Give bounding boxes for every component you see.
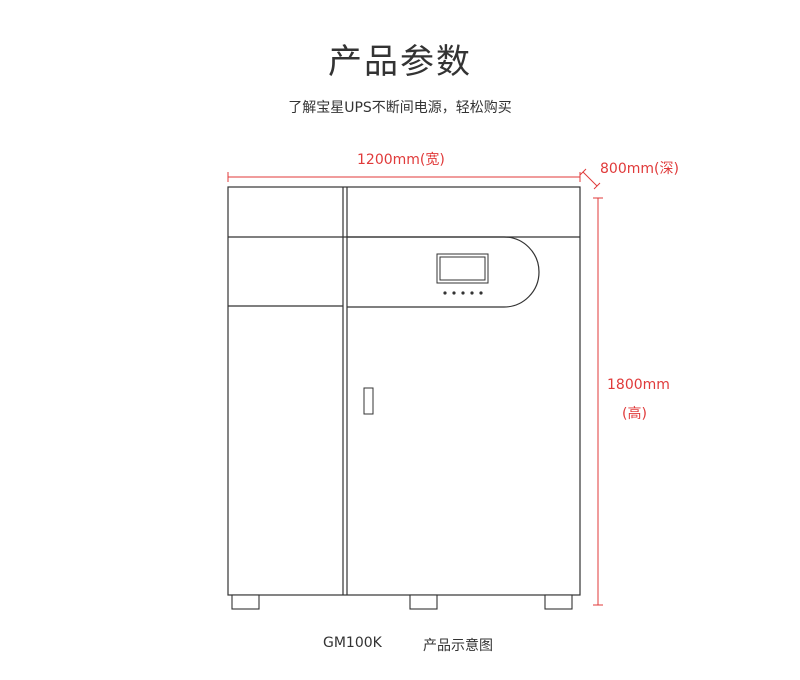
width-dimension-line — [227, 172, 581, 182]
display-screen — [436, 253, 489, 284]
height-label: 1800mm — [607, 377, 670, 393]
height-dimension-line — [593, 197, 603, 606]
depth-dimension-line — [579, 168, 601, 190]
depth-label: 800mm(深) — [600, 161, 679, 177]
page-title: 产品参数 — [328, 42, 472, 82]
foot-middle — [409, 594, 438, 610]
model-caption: GM100K — [323, 635, 382, 651]
width-label: 1200mm(宽) — [357, 152, 445, 168]
foot-left — [231, 594, 260, 610]
indicator-lights — [443, 291, 483, 295]
cabinet-outline — [227, 186, 581, 596]
foot-right — [544, 594, 573, 610]
page-subtitle: 了解宝星UPS不断间电源，轻松购买 — [288, 100, 512, 116]
door-handle — [363, 387, 374, 415]
cabinet-feet — [231, 594, 573, 610]
height-sub-label: (高) — [622, 406, 647, 422]
diagram-caption: 产品示意图 — [423, 638, 493, 654]
cabinet-body — [227, 186, 581, 596]
control-panel-outline — [347, 236, 540, 308]
